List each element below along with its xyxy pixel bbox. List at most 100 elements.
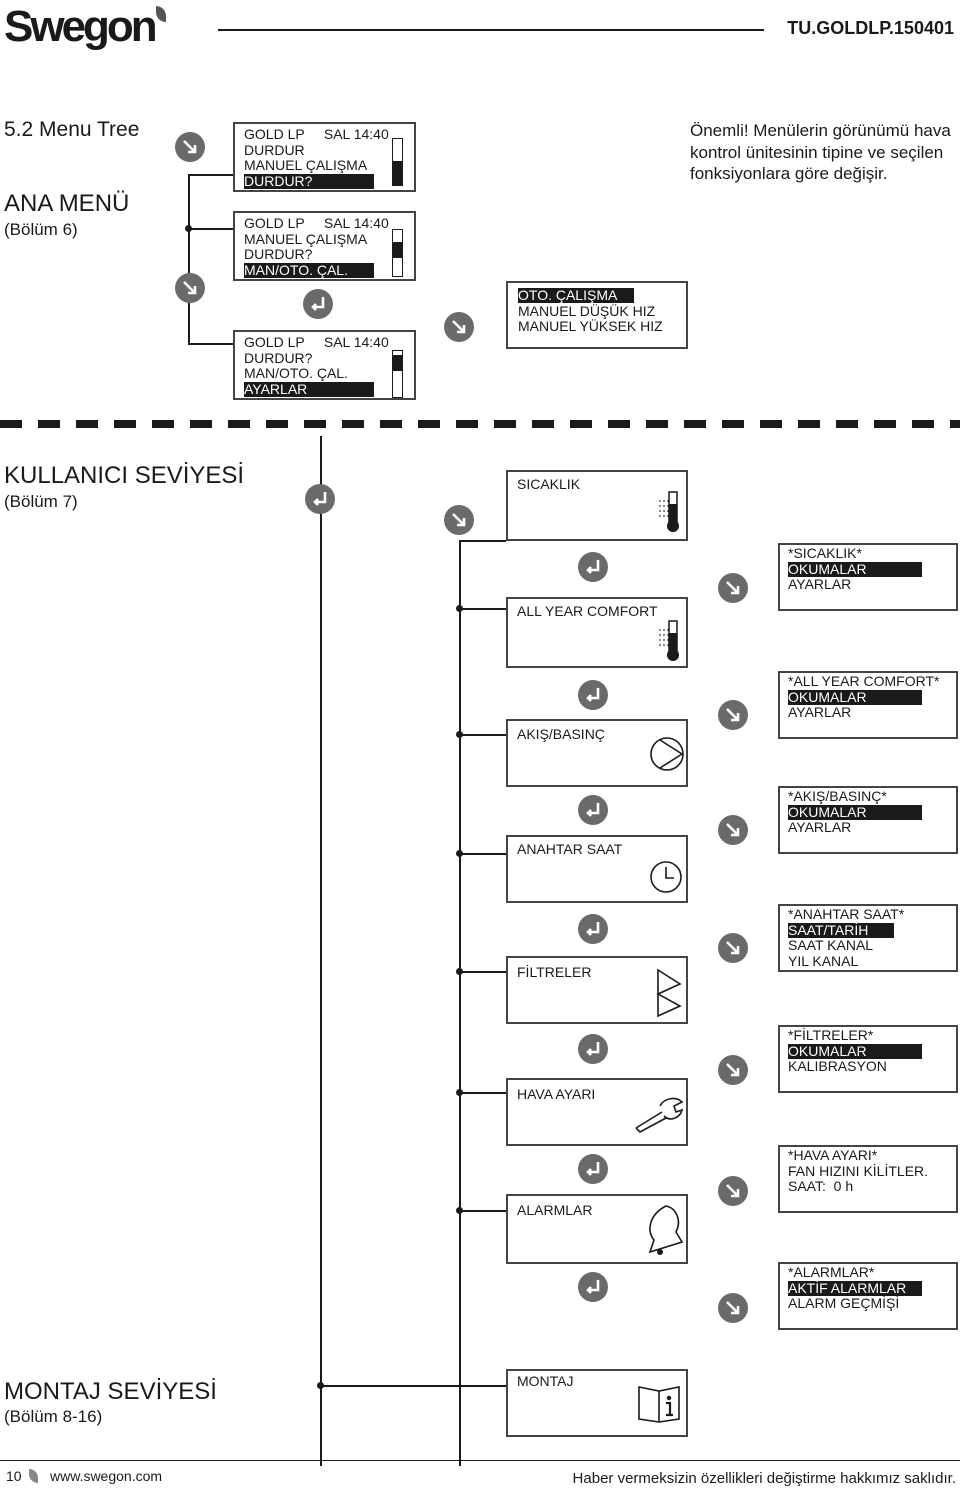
down-right-arrow-icon bbox=[726, 581, 740, 595]
enter-button[interactable] bbox=[578, 795, 608, 825]
submenu-selected: OKUMALAR bbox=[788, 1043, 922, 1059]
lcd-line: MAN/OTO. ÇAL. bbox=[244, 365, 348, 381]
menu-item-filtreler[interactable]: FİLTRELER bbox=[506, 956, 688, 1024]
website-link[interactable]: www.swegon.com bbox=[50, 1468, 163, 1484]
user-level-title: KULLANICI SEVİYESİ bbox=[4, 462, 245, 489]
down-arrow-button[interactable] bbox=[444, 312, 474, 342]
tree-line bbox=[320, 1385, 506, 1387]
menu-item-alarmlar[interactable]: ALARMLAR bbox=[506, 1194, 688, 1264]
down-right-arrow-icon bbox=[183, 281, 197, 295]
down-arrow-button[interactable] bbox=[718, 933, 748, 963]
enter-button[interactable] bbox=[578, 552, 608, 582]
down-arrow-button[interactable] bbox=[718, 573, 748, 603]
submenu-title: *AKIŞ/BASINÇ* bbox=[788, 788, 887, 804]
menu-item-akis-basinc[interactable]: AKIŞ/BASINÇ bbox=[506, 719, 688, 787]
disclaimer: Haber vermeksizin özellikleri değiştirme… bbox=[572, 1470, 956, 1487]
menu-item-label: SICAKLIK bbox=[517, 476, 581, 492]
submenu-line: ALARM GEÇMİŞİ bbox=[788, 1295, 900, 1311]
thermometer-icon bbox=[659, 620, 679, 661]
submenu-line: AYARLAR bbox=[788, 704, 852, 720]
submenu-title: *ALL YEAR COMFORT* bbox=[788, 673, 940, 689]
submenu-panel: *FİLTRELER* OKUMALAR KALIBRASYON bbox=[778, 1025, 958, 1093]
scrollbar-icon bbox=[392, 350, 403, 398]
enter-icon bbox=[586, 922, 600, 936]
menu-item-label: HAVA AYARI bbox=[517, 1086, 596, 1102]
tree-line bbox=[459, 540, 461, 1466]
tree-line bbox=[459, 540, 506, 542]
enter-button[interactable] bbox=[305, 484, 335, 514]
tree-line bbox=[188, 343, 233, 345]
submenu-panel: *ANAHTAR SAAT* SAAT/TARİH SAAT KANAL YIL… bbox=[778, 904, 958, 972]
enter-button[interactable] bbox=[578, 1154, 608, 1184]
submenu-panel: *HAVA AYARI* FAN HIZINI KİLİTLER. SAAT: … bbox=[778, 1145, 958, 1213]
menu-item-hava-ayari[interactable]: HAVA AYARI bbox=[506, 1078, 688, 1146]
header-rule bbox=[218, 29, 764, 31]
down-arrow-button[interactable] bbox=[444, 505, 474, 535]
down-right-arrow-icon bbox=[726, 1301, 740, 1315]
lcd-line: MANUEL DÜŞÜK HIZ bbox=[518, 302, 656, 319]
thermometer-icon bbox=[659, 491, 679, 532]
enter-button[interactable] bbox=[578, 680, 608, 710]
junction-dot bbox=[185, 225, 192, 232]
submenu-title: *HAVA AYARI* bbox=[788, 1147, 878, 1163]
enter-button[interactable] bbox=[303, 289, 333, 319]
important-note: Önemli! Menülerin görünümü hava kontrol … bbox=[690, 121, 951, 183]
leaf-icon bbox=[29, 1469, 38, 1483]
down-arrow-button[interactable] bbox=[718, 1055, 748, 1085]
submenu-selected: AKTİF ALARMLAR bbox=[788, 1280, 922, 1296]
menu-item-montaj[interactable]: MONTAJ bbox=[506, 1369, 688, 1437]
submenu-line: AYARLAR bbox=[788, 576, 852, 592]
down-right-arrow-icon bbox=[726, 708, 740, 722]
menu-item-label: ALARMLAR bbox=[517, 1202, 593, 1218]
footer-rule bbox=[0, 1460, 960, 1461]
lcd-panel: GOLD LP SAL 14:40 DURDUR MANUEL ÇALIŞMA … bbox=[233, 122, 416, 192]
submenu-title: *FİLTRELER* bbox=[788, 1027, 874, 1043]
menu-item-label: MONTAJ bbox=[517, 1373, 574, 1389]
manual-info-icon bbox=[638, 1386, 680, 1423]
down-arrow-button[interactable] bbox=[718, 700, 748, 730]
enter-button[interactable] bbox=[578, 1034, 608, 1064]
filter-icon bbox=[656, 968, 682, 1018]
submenu-line: YIL KANAL bbox=[788, 952, 859, 969]
tree-line bbox=[320, 436, 322, 1466]
submenu-line: SAAT KANAL bbox=[788, 937, 874, 953]
menu-tree-heading: 5.2 Menu Tree bbox=[4, 118, 140, 141]
enter-button[interactable] bbox=[578, 914, 608, 944]
down-arrow-button[interactable] bbox=[175, 132, 205, 162]
down-right-arrow-icon bbox=[726, 1184, 740, 1198]
submenu-panel: *ALARMLAR* AKTİF ALARMLAR ALARM GEÇMİŞİ bbox=[778, 1262, 958, 1330]
submenu-title: *SICAKLIK* bbox=[788, 545, 862, 561]
fan-play-icon bbox=[650, 737, 684, 771]
tree-line bbox=[188, 174, 233, 176]
menu-item-sicaklik[interactable]: SICAKLIK bbox=[506, 470, 688, 541]
enter-icon bbox=[586, 1280, 600, 1294]
enter-icon bbox=[586, 803, 600, 817]
lcd-line: MANUEL ÇALIŞMA bbox=[244, 230, 368, 247]
enter-icon bbox=[586, 1162, 600, 1176]
lcd-line: DURDUR? bbox=[244, 349, 313, 366]
submenu-line: SAAT: 0 h bbox=[788, 1178, 854, 1194]
scrollbar-icon bbox=[392, 229, 403, 277]
submenu-selected: SAAT/TARİH bbox=[788, 922, 894, 938]
enter-icon bbox=[313, 492, 327, 506]
leaf-icon bbox=[155, 6, 166, 22]
menu-item-label: ANAHTAR SAAT bbox=[517, 841, 623, 857]
lcd-panel: GOLD LP SAL 14:40 DURDUR? MAN/OTO. ÇAL. … bbox=[233, 330, 416, 400]
down-arrow-button[interactable] bbox=[718, 1293, 748, 1323]
down-right-arrow-icon bbox=[726, 823, 740, 837]
menu-item-all-year-comfort[interactable]: ALL YEAR COMFORT bbox=[506, 597, 688, 668]
submenu-panel: *AKIŞ/BASINÇ* OKUMALAR AYARLAR bbox=[778, 786, 958, 854]
lcd-line: DURDUR? bbox=[244, 246, 313, 262]
menu-item-label: ALL YEAR COMFORT bbox=[517, 603, 658, 619]
down-arrow-button[interactable] bbox=[718, 815, 748, 845]
down-arrow-button[interactable] bbox=[175, 273, 205, 303]
menu-item-anahtar-saat[interactable]: ANAHTAR SAAT bbox=[506, 835, 688, 903]
menu-item-label: FİLTRELER bbox=[517, 964, 592, 980]
lcd-line: DURDUR bbox=[244, 141, 305, 158]
down-arrow-button[interactable] bbox=[718, 1176, 748, 1206]
bell-icon bbox=[648, 1205, 684, 1255]
enter-button[interactable] bbox=[578, 1272, 608, 1302]
section-divider bbox=[0, 420, 960, 428]
lcd-line: MANUEL YÜKSEK HIZ bbox=[518, 318, 663, 334]
submenu-title: *ANAHTAR SAAT* bbox=[788, 906, 905, 922]
